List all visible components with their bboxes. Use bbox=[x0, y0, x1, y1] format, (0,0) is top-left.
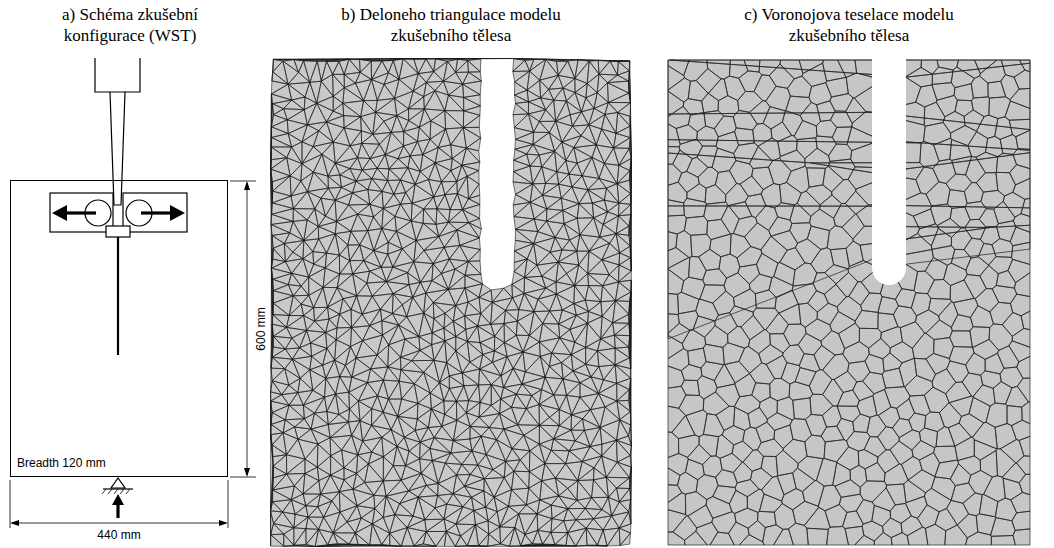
triangle-mesh bbox=[271, 59, 632, 547]
panel-heading: c) Voronojova teselace modelu zkušebního… bbox=[709, 4, 989, 46]
notch bbox=[117, 237, 119, 355]
dimension-arrow bbox=[219, 520, 228, 526]
test-rig bbox=[10, 58, 256, 528]
arrow-head bbox=[52, 205, 67, 221]
force-arrow bbox=[141, 211, 171, 214]
reaction-arrow bbox=[116, 503, 119, 518]
load-block bbox=[50, 193, 113, 232]
force-arrow bbox=[66, 211, 96, 214]
extension-line bbox=[230, 181, 256, 477]
arrow-head bbox=[112, 494, 124, 505]
dimension-line bbox=[247, 183, 248, 475]
load-holder bbox=[95, 58, 140, 92]
specimen-box: Breadth 120 mm bbox=[10, 180, 228, 477]
support-hatch bbox=[102, 489, 130, 494]
extension-line bbox=[10, 480, 228, 528]
support bbox=[111, 478, 125, 488]
dimension-arrow bbox=[244, 181, 250, 190]
panel-heading: b) Deloneho triangulace modelu zkušebníh… bbox=[311, 4, 591, 46]
voronoi-cells bbox=[668, 60, 1030, 545]
notch-cutout bbox=[872, 58, 906, 285]
dimension-label: 440 mm bbox=[96, 528, 141, 542]
dimension-label: 600 mm bbox=[254, 306, 268, 351]
wedge bbox=[110, 92, 125, 205]
dimension-arrow bbox=[10, 520, 19, 526]
panel-heading: a) Schéma zkušební konfigurace (WST) bbox=[25, 4, 235, 46]
notch-holder bbox=[106, 226, 130, 237]
dimension-arrow bbox=[244, 468, 250, 477]
load-block bbox=[123, 193, 187, 232]
specimen-note: Breadth 120 mm bbox=[17, 456, 106, 470]
arrow-head bbox=[170, 205, 185, 221]
voronoi-mesh bbox=[668, 58, 1030, 545]
dimension-line bbox=[12, 523, 226, 524]
delaunay-mesh bbox=[271, 59, 632, 547]
